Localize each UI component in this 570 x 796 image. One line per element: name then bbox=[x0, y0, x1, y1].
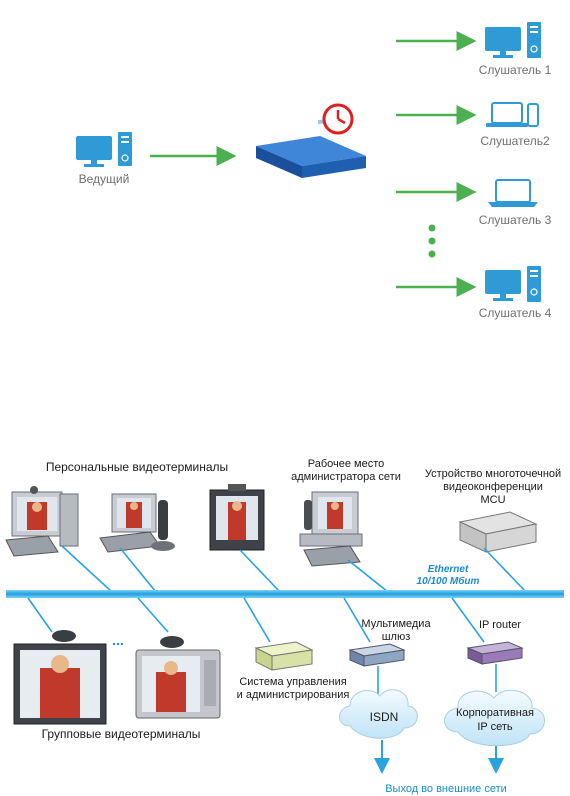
lower-links bbox=[27, 597, 485, 643]
multimedia-gateway-device-icon bbox=[348, 643, 406, 667]
personal-terminals-label: Персональные видеотерминалы bbox=[46, 460, 228, 474]
mcu-label-line3: MCU bbox=[480, 494, 505, 506]
admin-workstation-label-line2: администратора сети bbox=[291, 471, 401, 483]
multimedia-gateway-label-line1: Мультимедиа bbox=[361, 618, 431, 630]
corporate-network-cloud-icon bbox=[444, 689, 545, 747]
corporate-network-label-line1: Корпоративная bbox=[456, 707, 534, 719]
server-icon bbox=[256, 118, 366, 178]
group-terminals-label: Групповые видеотерминалы bbox=[42, 727, 201, 741]
bottom-diagram: Персональные видеотерминалы Рабочее мест… bbox=[5, 458, 564, 795]
ethernet-label-line2: 10/100 Мбит bbox=[417, 575, 480, 587]
clock-icon bbox=[322, 103, 354, 135]
external-exit-label: Выход во внешние сети bbox=[385, 783, 507, 795]
personal-terminal-laptop-icon bbox=[99, 493, 175, 553]
listener-2-laptop-phone-icon bbox=[486, 102, 539, 127]
listener-3-label: Слушатель 3 bbox=[479, 213, 552, 227]
personal-terminal-videophone-icon bbox=[209, 484, 265, 551]
multimedia-gateway-label-line2: шлюз bbox=[382, 631, 411, 643]
group-terminal-tv-icon bbox=[135, 636, 221, 719]
presenter-label: Ведущий bbox=[79, 172, 130, 186]
group-terminal-large-icon bbox=[13, 630, 107, 725]
mcu-device-icon bbox=[458, 511, 538, 553]
ethernet-label-line1: Ethernet bbox=[428, 564, 469, 575]
management-system-label-line2: и администрирования bbox=[237, 689, 350, 701]
admin-workstation-label-line1: Рабочее место bbox=[308, 458, 385, 470]
listener-3-laptop-icon bbox=[488, 179, 538, 207]
presenter-computer-icon bbox=[76, 132, 132, 167]
isdn-cloud-icon bbox=[339, 689, 418, 739]
management-system-label-line1: Система управления bbox=[239, 676, 346, 688]
ethernet-bus bbox=[6, 590, 564, 598]
listener-1-label: Слушатель 1 bbox=[479, 63, 552, 77]
personal-terminal-desktop-icon bbox=[5, 486, 79, 557]
ip-router-label: IP router bbox=[479, 619, 521, 631]
admin-workstation-icon bbox=[299, 491, 363, 567]
listener-4-computer-icon bbox=[485, 266, 541, 302]
top-diagram: Ведущий bbox=[76, 22, 552, 320]
mcu-label-line2: видеоконференции bbox=[443, 481, 543, 493]
management-system-device-icon bbox=[254, 641, 314, 671]
isdn-label: ISDN bbox=[370, 710, 399, 724]
listener-4-label: Слушатель 4 bbox=[479, 306, 552, 320]
ip-router-device-icon bbox=[466, 641, 524, 665]
upper-links bbox=[61, 545, 527, 593]
listener-1-computer-icon bbox=[485, 22, 541, 58]
more-listeners-dots bbox=[428, 224, 436, 258]
corporate-network-label-line2: IP сеть bbox=[477, 721, 513, 733]
mcu-label-line1: Устройство многоточечной bbox=[425, 468, 561, 480]
listener-2-label: Слушатель2 bbox=[480, 134, 550, 148]
ellipsis-label: ... bbox=[112, 632, 124, 648]
